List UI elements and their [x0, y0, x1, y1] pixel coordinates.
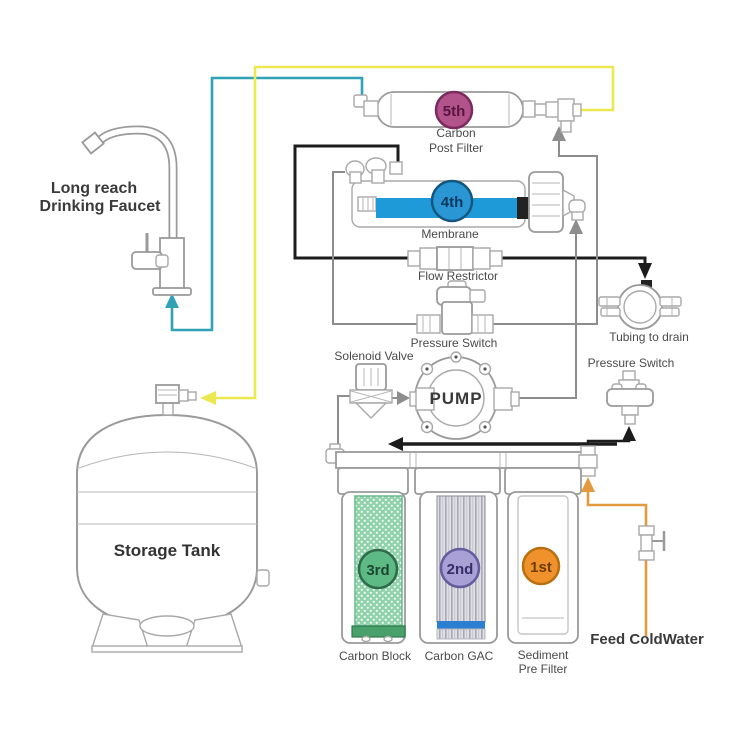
pump-pressure-switch-label: Pressure Switch	[411, 336, 498, 350]
carbon-post-filter: 5th Carbon Post Filter	[353, 90, 582, 155]
faucet-label-line1: Long reach	[51, 180, 137, 197]
tube-manifold-to-solenoid	[337, 395, 352, 447]
sediment-label-line2: Pre Filter	[519, 662, 568, 676]
membrane-end-cap	[528, 171, 564, 233]
drinking-faucet: Long reach Drinking Faucet	[40, 125, 192, 296]
tube-to-tank	[200, 65, 615, 405]
pump-label: PUMP	[429, 389, 482, 408]
tank-body	[76, 413, 258, 629]
tube-permeate-right	[493, 126, 598, 325]
arrow-left-into-tank-valve	[200, 391, 216, 405]
carbon-block-filter: 3rd Carbon Block	[337, 467, 412, 663]
tube-pump-to-membrane	[519, 219, 583, 399]
flow-restrictor-label: Flow Restrictor	[418, 269, 498, 283]
tube-solenoid-to-pump	[392, 391, 410, 405]
post-filter-label-line2: Post Filter	[429, 141, 483, 155]
stage-2-label: 2nd	[447, 561, 474, 578]
pump-pressure-switch: Pressure Switch	[411, 280, 498, 350]
storage-tank: Storage Tank	[76, 384, 270, 653]
faucet-base	[152, 287, 192, 296]
manifold-bar	[335, 451, 583, 469]
stage-3-label: 3rd	[366, 562, 389, 579]
faucet-nozzle	[81, 131, 105, 155]
tube-drain	[293, 144, 652, 279]
stage-1-badge	[521, 546, 561, 586]
sediment-cap	[504, 467, 582, 495]
carbon-gac-filter: 2nd Carbon GAC	[414, 467, 501, 663]
stage-4-badge	[430, 179, 474, 223]
drain-saddle-label: Tubing to drain	[609, 330, 689, 344]
flow-restrictor: Flow Restrictor	[407, 246, 503, 283]
solenoid-valve-label: Solenoid Valve	[334, 349, 413, 363]
arrow-up-into-membrane-elbow	[569, 219, 583, 234]
sediment-label-line1: Sediment	[518, 648, 569, 662]
drain-saddle: Tubing to drain	[598, 280, 689, 344]
membrane-label: Membrane	[421, 227, 479, 241]
membrane-outlet-elbow	[568, 199, 586, 214]
arrow-up-into-faucet	[165, 293, 179, 308]
carbon-gac-label: Carbon GAC	[425, 649, 494, 663]
feed-pressure-switch: Pressure Switch	[588, 356, 675, 425]
carbon-block-cap	[337, 467, 409, 495]
arrow-down-into-drain-saddle	[638, 263, 652, 279]
feed-pressure-switch-label: Pressure Switch	[588, 356, 675, 370]
flow-direction-arrow	[388, 437, 617, 451]
tube-to-faucet	[165, 76, 364, 332]
stage-3-badge	[357, 548, 399, 590]
pump-bolts	[420, 351, 492, 434]
carbon-gac-cap	[414, 467, 501, 495]
membrane: 4th Membrane	[345, 157, 586, 241]
tank-base-plate	[91, 645, 243, 653]
post-filter-tee	[557, 98, 575, 122]
post-filter-label-line1: Carbon	[436, 126, 475, 140]
solenoid-valve: Solenoid Valve	[334, 349, 414, 419]
feed-water-label: Feed ColdWater	[590, 631, 704, 648]
stage-5-badge	[434, 90, 474, 130]
filter-manifold	[325, 443, 598, 477]
carbon-block-label: Carbon Block	[339, 649, 412, 663]
arrow-up-into-inlet-fitting	[581, 477, 595, 492]
stage-2-badge	[439, 547, 481, 589]
sediment-filter: 1st Sediment Pre Filter	[504, 467, 582, 676]
pump: PUMP	[409, 351, 520, 440]
tank-side-port	[256, 569, 270, 587]
arrow-right-into-pump	[397, 391, 410, 405]
tank-valve	[155, 384, 197, 416]
arrow-up-into-post-filter-tee	[552, 126, 566, 141]
arrow-up-into-pressure-switch	[622, 426, 636, 441]
storage-tank-label: Storage Tank	[114, 541, 221, 560]
feed-valve: Feed ColdWater	[590, 525, 704, 648]
stage-1-label: 1st	[530, 559, 552, 576]
stage-5-label: 5th	[443, 103, 466, 120]
feed-inlet-fitting	[578, 454, 598, 469]
tube-permeate-left	[332, 171, 417, 325]
tube-feed-water	[581, 477, 648, 636]
stage-4-label: 4th	[441, 194, 464, 211]
faucet-label-line2: Drinking Faucet	[40, 198, 162, 215]
